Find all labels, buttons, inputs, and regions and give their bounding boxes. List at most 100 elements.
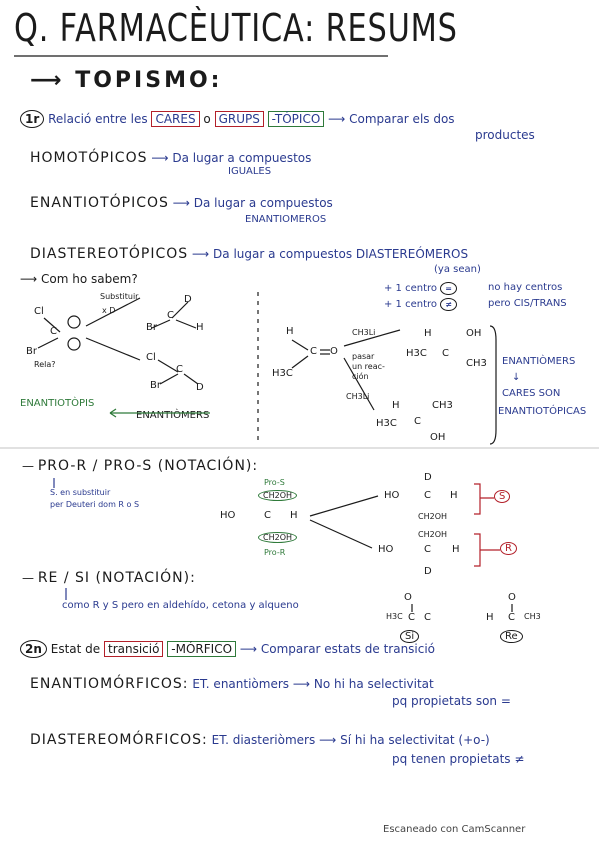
pro-r-ch2oh: CH2OH — [258, 532, 298, 543]
re-o: O — [508, 592, 516, 603]
d1b-c: C — [176, 364, 183, 375]
homotopicos-desc: Da lugar a compuestos — [172, 151, 312, 165]
re-c: C — [508, 612, 515, 623]
pro-h: H — [290, 510, 298, 521]
ch3li-top: CH3Li — [352, 328, 376, 337]
d1a-h: H — [196, 322, 204, 333]
productes-text: productes — [475, 128, 535, 142]
cion-label: ción — [352, 372, 369, 381]
pro-s-label: Pro-S — [264, 478, 285, 487]
enantiotopicas-label: ENANTIOTÓPICAS — [498, 406, 587, 417]
diastereotopicos-desc: Da lugar a compuestos DIASTEREÓMEROS — [213, 247, 469, 261]
d2a-oh: OH — [466, 328, 482, 339]
re-badge: Re — [500, 630, 523, 643]
relacio-text: Relació entre les — [48, 112, 148, 126]
estat-de-text: Estat de — [50, 642, 101, 656]
pro-bot-ho: HO — [378, 544, 394, 555]
morfico-box: -MÓRFICO — [167, 641, 237, 657]
enantiomorficos-res2: pq propietats son = — [392, 694, 511, 708]
si-badge: Si — [400, 630, 420, 643]
ya-sean-text: (ya sean) — [434, 264, 481, 275]
pro-bot-h: H — [452, 544, 460, 555]
comparar-estats-text: Comparar estats de transició — [260, 642, 436, 656]
enantiotopicos-label: ENANTIOTÓPICOS — [30, 195, 169, 211]
d1b-bond-2 — [159, 373, 179, 385]
d1-cl: Cl — [34, 306, 44, 317]
pro-top-ch2oh: CH2OH — [418, 512, 448, 521]
d1a-d: D — [184, 294, 192, 305]
s-badge: S — [494, 490, 511, 503]
enantiomorficos-label: ENANTIOMÓRFICOS: — [30, 676, 189, 692]
por-label: un reac- — [352, 362, 385, 371]
d2b-c: C — [414, 416, 421, 427]
d1-h-circle-1 — [67, 315, 81, 329]
pro-heading: — PRO-R / PRO-S (NOTACIÓN): — [22, 458, 259, 474]
d1b-d: D — [196, 382, 204, 393]
enantiomers-label-1: ENANTIÒMERS — [136, 410, 210, 421]
d2a-h: H — [424, 328, 432, 339]
enantiomeros-text: ENANTIOMEROS — [245, 214, 327, 225]
enantiomorficos-row: ENANTIOMÓRFICOS: ET. enantiòmers ⟶ No hi… — [30, 676, 434, 692]
cis-trans: pero CIS/TRANS — [488, 298, 567, 309]
pro-top-c: C — [424, 490, 431, 501]
com-ho-sabem: ⟶ Com ho sabem? — [20, 272, 138, 286]
ch3li-bottom: CH3Li — [346, 392, 370, 401]
grups-box: GRUPS — [214, 111, 264, 127]
centro-neq: + 1 centro ≠ — [384, 298, 457, 311]
pro-bot-ch2oh: CH2OH — [418, 530, 448, 539]
topico-box: -TÓPICO — [267, 111, 325, 127]
pro-note-2: per Deuteri dom R o S — [50, 500, 140, 509]
enantiomers-label-2: ENANTIÒMERS — [502, 356, 576, 367]
d2b-ch3: CH3 — [432, 400, 453, 411]
diastereotopicos-label: DIASTEREOTÓPICOS — [30, 246, 189, 262]
d1-branch-down — [85, 337, 141, 361]
d1-h-circle-2 — [67, 337, 81, 351]
d1b-br: Br — [150, 380, 161, 391]
section-topismo: ⟶ TOPISMO: — [30, 68, 223, 93]
resi-heading: — RE / SI (NOTACIÓN): — [22, 570, 196, 586]
enantiotopis-label: ENANTIOTÒPIS — [20, 398, 95, 409]
d1a-bond-2 — [151, 319, 171, 329]
centro-eq: + 1 centro = — [384, 282, 457, 295]
no-centros: no hay centros — [488, 282, 563, 293]
d1a-bond-3 — [175, 319, 197, 329]
d1-c: C — [50, 326, 57, 337]
point-2n: 2n Estat de transició -MÓRFICO ⟶ Compara… — [20, 640, 435, 658]
comparar-text: Comparar els dos — [349, 112, 455, 126]
d2-h3c: H3C — [272, 368, 293, 379]
number-2n: 2n — [20, 640, 47, 658]
pro-bracket-s — [474, 483, 494, 515]
diastereomorficos-et: ET. diasteriòmers — [211, 733, 316, 747]
diastereomorficos-res: Sí hi ha selectivitat (+o-) — [340, 733, 490, 747]
d2-h: H — [286, 326, 294, 337]
pro-top-ho: HO — [384, 490, 400, 501]
pro-top-h: H — [450, 490, 458, 501]
enantiomorficos-et: ET. enantiòmers — [192, 677, 290, 691]
pro-note-1: S. en substituir — [50, 488, 111, 497]
cares-box: CARES — [151, 111, 200, 127]
diastereomorficos-res2: pq tenen propietats ≠ — [392, 752, 525, 766]
pro-bot-c: C — [424, 544, 431, 555]
pro-arrow-down — [309, 519, 373, 549]
o-text: o — [203, 112, 211, 126]
d2-bond-2 — [291, 355, 309, 369]
iguales-text: IGUALES — [228, 166, 272, 177]
enantiotopicos-desc: Da lugar a compuestos — [193, 196, 333, 210]
d1b-bond-3 — [183, 373, 199, 385]
enantio-arrow-head — [109, 408, 117, 418]
si-c: C — [408, 612, 415, 623]
xd-label: x D — [102, 306, 116, 315]
d2-arrow-down — [343, 357, 375, 411]
pro-ho: HO — [220, 510, 236, 521]
d2a-ch3: CH3 — [466, 358, 487, 369]
si-o: O — [404, 592, 412, 603]
d1a-bond-1 — [171, 301, 189, 319]
d2b-h: H — [392, 400, 400, 411]
pro-c: C — [264, 510, 271, 521]
pro-arrow-up — [309, 495, 379, 517]
page-title: Q. FARMACÈUTICA: RESUMS — [14, 6, 458, 50]
d1-bond-2 — [37, 337, 59, 349]
enantiomorficos-res: No hi ha selectivitat — [313, 677, 434, 691]
d2b-h3c: H3C — [376, 418, 397, 429]
